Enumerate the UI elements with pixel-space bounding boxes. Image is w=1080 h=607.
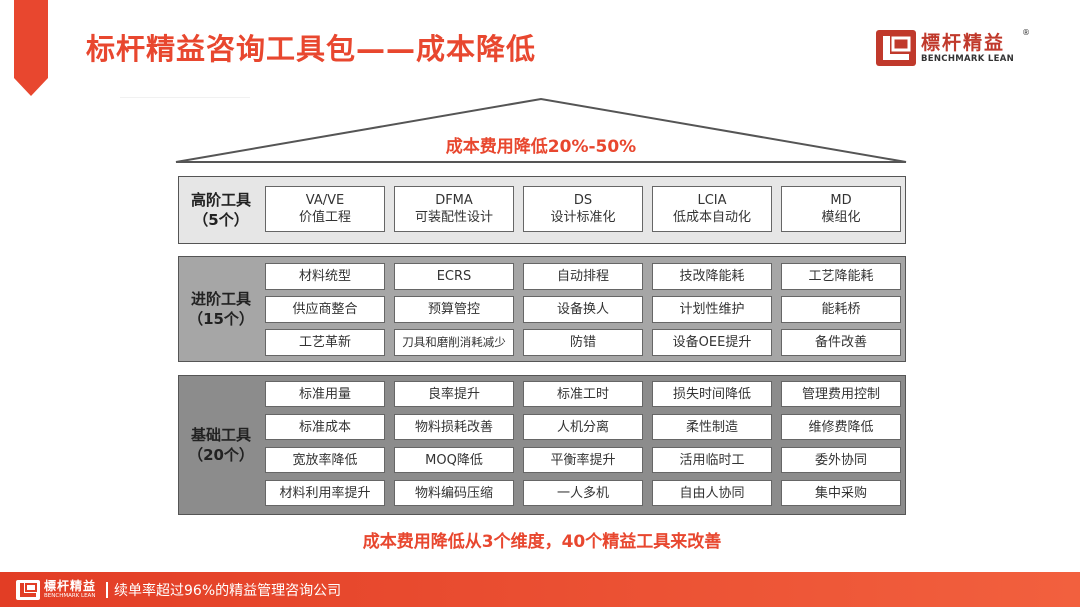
tool-cell: 设备OEE提升 — [652, 329, 772, 356]
tool-grid: 标准用量 良率提升 标准工时 损失时间降低 管理费用控制 标准成本 物料损耗改善… — [265, 381, 901, 506]
tool-cell: 标准成本 — [265, 414, 385, 440]
tier-label: 基础工具 （20个） — [179, 376, 263, 514]
footer-divider — [106, 581, 109, 598]
tool-code: LCIA — [697, 193, 727, 208]
tool-cell: 一人多机 — [523, 480, 643, 506]
tool-cell: VA/VE 价值工程 — [265, 186, 385, 232]
tier-advanced-tools: 高阶工具 （5个） VA/VE 价值工程 DFMA 可装配性设计 DS 设计标准化 L… — [178, 176, 906, 244]
tool-code: DFMA — [435, 193, 473, 208]
tool-cell: 自由人协同 — [652, 480, 772, 506]
tier-intermediate-tools: 进阶工具 （15个） 材料统型 ECRS 自动排程 技改降能耗 工艺降能耗 供应… — [178, 256, 906, 362]
tier-label: 高阶工具 （5个） — [179, 177, 263, 243]
footer-brand-cn: 標杆精益 — [44, 578, 97, 593]
brand-name-en: BENCHMARK LEAN — [921, 53, 1014, 64]
tool-cell: 防错 — [523, 329, 643, 356]
title-divider — [120, 97, 250, 98]
tool-name: 价值工程 — [298, 210, 351, 225]
tool-cell: 宽放率降低 — [265, 447, 385, 473]
tool-cell: 自动排程 — [523, 263, 643, 290]
page-title: 标杆精益咨询工具包——成本降低 — [86, 32, 537, 66]
tool-cell: 人机分离 — [523, 414, 643, 440]
tool-cell: 供应商整合 — [265, 296, 385, 323]
registered-mark: ® — [1022, 28, 1030, 37]
tool-cell: 工艺降能耗 — [781, 263, 901, 290]
tool-grid: 材料统型 ECRS 自动排程 技改降能耗 工艺降能耗 供应商整合 预算管控 设备… — [265, 263, 901, 356]
tool-name: 设计标准化 — [550, 210, 616, 225]
footer-logo: 標杆精益 BENCHMARK LEAN — [16, 578, 97, 600]
tool-cell: 计划性维护 — [652, 296, 772, 323]
tool-cell: 维修费降低 — [781, 414, 901, 440]
footer-brand-en: BENCHMARK LEAN — [44, 592, 96, 599]
tool-cell: 标准用量 — [265, 381, 385, 407]
tool-cell: 管理费用控制 — [781, 381, 901, 407]
tool-cell: LCIA 低成本自动化 — [652, 186, 772, 232]
tool-cell: 标准工时 — [523, 381, 643, 407]
tool-cell: 技改降能耗 — [652, 263, 772, 290]
tier-label-title: 进阶工具 — [190, 290, 251, 308]
tool-code: VA/VE — [305, 193, 345, 208]
tool-cell: 委外协同 — [781, 447, 901, 473]
tool-cell: 集中采购 — [781, 480, 901, 506]
tool-cell: ECRS — [394, 263, 514, 290]
tool-code: DS — [573, 193, 593, 208]
tool-cell: DFMA 可装配性设计 — [394, 186, 514, 232]
tier-label-title: 基础工具 — [190, 426, 251, 444]
tool-cell: 刀具和磨削消耗减少 — [394, 329, 514, 356]
tool-cell: 材料利用率提升 — [265, 480, 385, 506]
tier-label: 进阶工具 （15个） — [179, 257, 263, 361]
tool-cell: 物料编码压缩 — [394, 480, 514, 506]
tool-name: 低成本自动化 — [672, 210, 751, 225]
footer-logo-icon — [16, 579, 40, 600]
tier-label-count: （20个） — [188, 446, 254, 464]
tool-cell: 能耗桥 — [781, 296, 901, 323]
footer-slogan: 续单率超过96%的精益管理咨询公司 — [114, 582, 342, 599]
tool-cell: 备件改善 — [781, 329, 901, 356]
tool-cell: 预算管控 — [394, 296, 514, 323]
footer-bar: 標杆精益 BENCHMARK LEAN 续单率超过96%的精益管理咨询公司 — [0, 572, 1080, 607]
summary-text: 成本费用降低从3个维度，40个精益工具来改善 — [362, 532, 722, 552]
tool-cell: DS 设计标准化 — [523, 186, 643, 232]
tier-basic-tools: 基础工具 （20个） 标准用量 良率提升 标准工时 损失时间降低 管理费用控制 … — [178, 375, 906, 515]
tool-cell: 物料损耗改善 — [394, 414, 514, 440]
tier-label-count: （5个） — [193, 211, 249, 229]
pyramid-roof — [175, 97, 907, 163]
tool-cell: 柔性制造 — [652, 414, 772, 440]
brand-logo-icon — [876, 30, 916, 66]
tier-label-count: （15个） — [188, 310, 254, 328]
tool-cell: 设备换人 — [523, 296, 643, 323]
tool-cell: MOQ降低 — [394, 447, 514, 473]
tool-cell: 良率提升 — [394, 381, 514, 407]
tool-cell: 活用临时工 — [652, 447, 772, 473]
brand-name-cn: 標杆精益 — [921, 31, 1006, 54]
tool-cell: 材料统型 — [265, 263, 385, 290]
tool-code: MD — [830, 193, 852, 208]
tool-cell: 损失时间降低 — [652, 381, 772, 407]
tool-name: 模组化 — [821, 210, 861, 225]
tier-label-title: 高阶工具 — [190, 191, 251, 209]
tool-cell: MD 模组化 — [781, 186, 901, 232]
brand-logo: 標杆精益 BENCHMARK LEAN ® — [876, 28, 1036, 68]
tool-cell: 工艺革新 — [265, 329, 385, 356]
corner-ribbon-icon — [14, 0, 48, 96]
tool-cell: 平衡率提升 — [523, 447, 643, 473]
cost-reduction-headline: 成本费用降低20%-50% — [445, 137, 637, 157]
tool-name: 可装配性设计 — [414, 210, 493, 225]
